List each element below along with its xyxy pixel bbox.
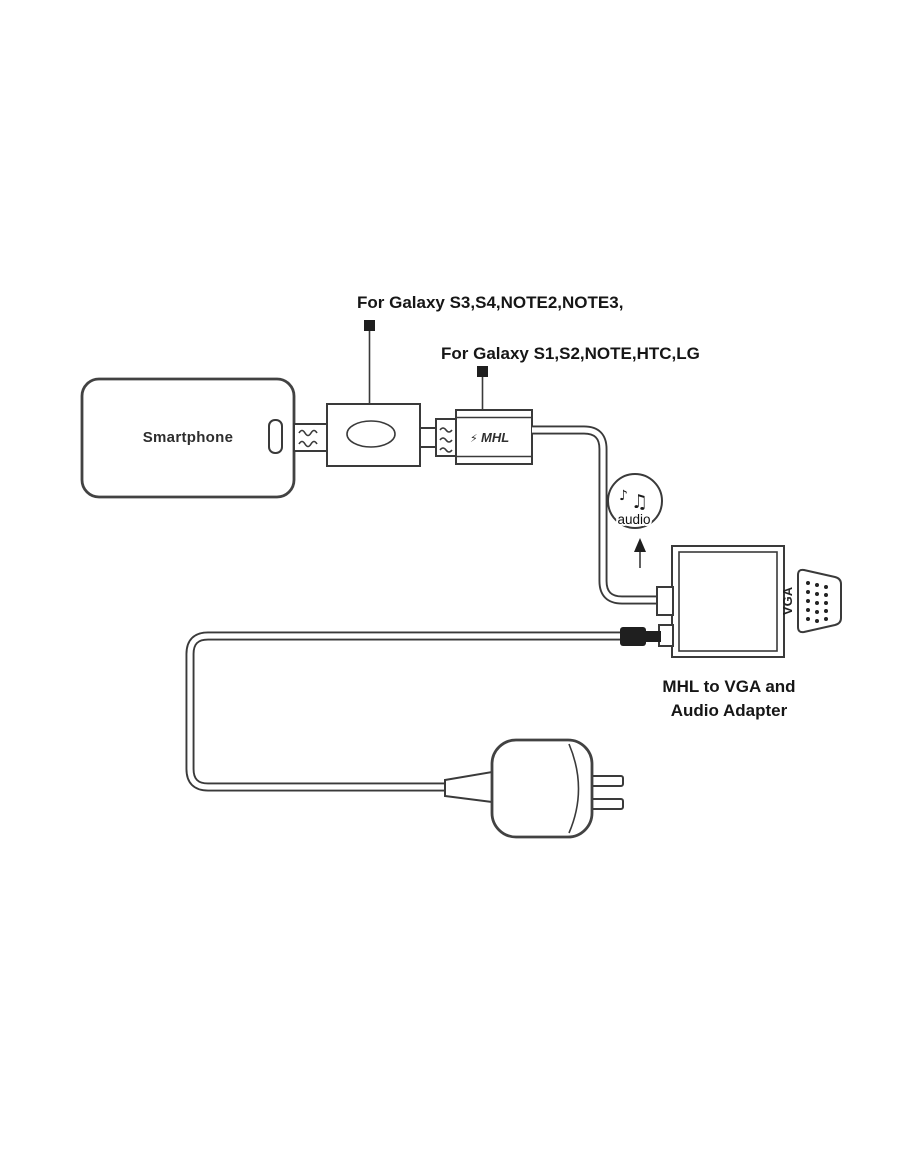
lightning-bolt-icon: ⚡ [470, 432, 478, 445]
vga-box-outer [671, 545, 785, 658]
plug-squiggle [298, 429, 318, 437]
charger-body [490, 738, 594, 839]
smartphone: Smartphone [80, 377, 296, 499]
power-plug-body [620, 627, 646, 646]
vga-pin [815, 583, 819, 587]
vga-pin [815, 601, 819, 605]
vga-port-label: VGA [780, 586, 795, 615]
vga-box-inner [678, 551, 778, 652]
plug-squiggle [439, 447, 453, 453]
music-note-large-icon: ♫ [631, 491, 648, 513]
mhl-dongle-body [455, 409, 533, 465]
power-plug-tip [645, 631, 661, 642]
smartphone-home-button [268, 419, 283, 454]
adapter-caption-line2: Audio Adapter [671, 701, 788, 720]
vga-pin [806, 581, 810, 585]
vga-pin [824, 609, 828, 613]
annotation-marker-square-2 [477, 366, 488, 377]
vga-pin [806, 590, 810, 594]
mhl-to-vga-cable [532, 425, 661, 605]
otg-adapter-oval [346, 420, 396, 448]
power-plug [620, 624, 674, 647]
vga-dsub-shell [797, 568, 842, 634]
audio-circle [607, 473, 663, 529]
cable-inner-stroke [532, 427, 661, 603]
audio-icon: ♪ ♫ audio [607, 473, 663, 529]
otg-adapter-body [326, 403, 421, 467]
adapter-caption: MHL to VGA and Audio Adapter [662, 677, 795, 720]
adapter-caption-line1: MHL to VGA and [662, 677, 795, 696]
vga-box-cable-socket [656, 586, 674, 616]
usb-wall-charger [444, 738, 624, 839]
usb-plug-body [444, 770, 493, 804]
micro-usb-plug-neck [419, 427, 437, 448]
phone-plug-body [293, 423, 328, 452]
vga-pin [815, 619, 819, 623]
music-note-small-icon: ♪ [619, 488, 628, 504]
plug-squiggle [439, 437, 453, 443]
vga-box-power-socket [658, 624, 674, 647]
up-arrow-icon [634, 538, 646, 552]
vga-adapter-box [656, 545, 785, 658]
cable-inner-stroke [187, 633, 622, 790]
micro-usb-plug [419, 418, 457, 457]
vga-pin [815, 610, 819, 614]
power-cable [185, 631, 622, 792]
audio-label: audio [617, 512, 650, 527]
plug-squiggle [439, 427, 453, 433]
otg-adapter [326, 403, 421, 467]
vga-pin [806, 599, 810, 603]
audio-out-arrow [634, 538, 646, 568]
annotation-galaxy-s3-text: For Galaxy S3,S4,NOTE2,NOTE3, [357, 293, 623, 312]
annotation-galaxy-s3: For Galaxy S3,S4,NOTE2,NOTE3, [357, 293, 623, 404]
annotation-galaxy-s1: For Galaxy S1,S2,NOTE,HTC,LG [441, 344, 700, 409]
mhl-dongle-label: MHL [481, 430, 509, 445]
vga-pin [824, 593, 828, 597]
phone-connector-plug [293, 423, 328, 452]
charger-depth-curve [568, 743, 580, 834]
vga-pin [824, 617, 828, 621]
vga-pin [824, 601, 828, 605]
annotation-marker-square-1 [364, 320, 375, 331]
vga-connector: VGA [780, 568, 842, 634]
vga-pin [815, 592, 819, 596]
annotation-galaxy-s1-text: For Galaxy S1,S2,NOTE,HTC,LG [441, 344, 700, 363]
plug-squiggle [298, 440, 318, 448]
smartphone-label: Smartphone [143, 429, 234, 446]
vga-pin [824, 585, 828, 589]
mhl-dongle: ⚡ MHL [455, 409, 533, 465]
vga-pin [806, 608, 810, 612]
vga-pin [806, 617, 810, 621]
